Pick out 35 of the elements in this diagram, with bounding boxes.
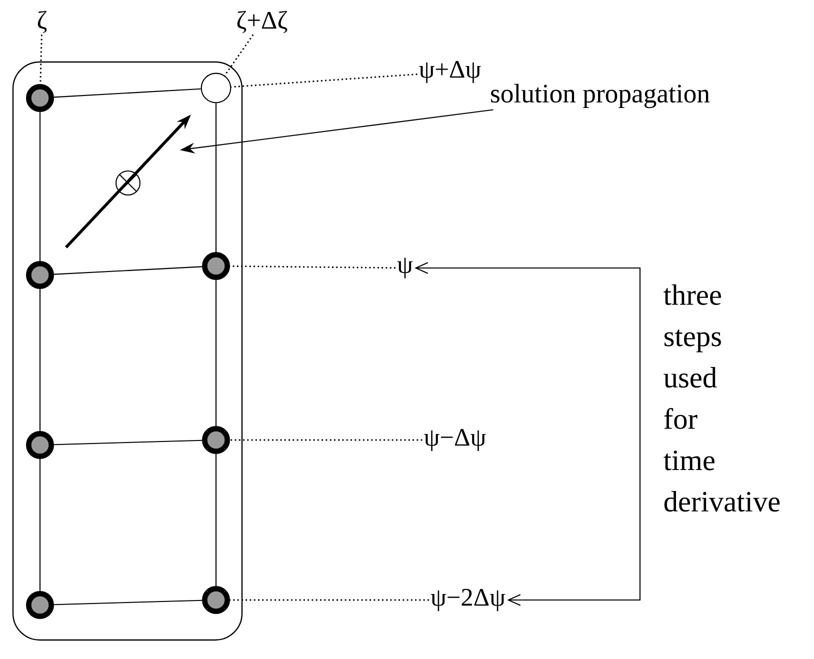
grid-point — [26, 84, 54, 112]
row-label: ψ−2Δψ — [430, 588, 506, 612]
grid-line — [39, 289, 41, 431]
annotation-text: three steps used for time derivative — [664, 284, 780, 512]
grid-line — [54, 440, 202, 446]
grid-line — [39, 112, 41, 261]
grid-point — [26, 261, 54, 289]
grid-point — [202, 252, 230, 280]
grid-line — [215, 454, 217, 586]
row-label: ψ+Δψ — [419, 60, 481, 84]
row-label: ψ−Δψ — [424, 428, 486, 452]
grid-line — [39, 459, 41, 591]
row-label: ψ — [397, 258, 413, 278]
grid-point — [26, 591, 54, 619]
leader-line — [40, 34, 42, 84]
leader-line — [230, 599, 429, 601]
grid-point — [202, 426, 230, 454]
leader-line — [224, 34, 254, 76]
open-grid-point — [200, 72, 232, 104]
grid-line — [54, 266, 202, 275]
column-label: ζ+Δζ — [237, 10, 288, 34]
grid-line — [54, 600, 202, 606]
grid-line — [215, 280, 217, 426]
grid-line — [215, 103, 217, 252]
leader-line — [230, 439, 422, 441]
bracket-arrow — [414, 262, 641, 398]
grid-frame — [12, 61, 243, 641]
bracket-arrow — [507, 398, 641, 606]
annotation-text: solution propagation — [491, 84, 710, 108]
leader-line — [230, 265, 396, 269]
grid-point — [26, 431, 54, 459]
column-label: ζ — [38, 10, 47, 34]
grid-line — [54, 88, 201, 98]
leader-line — [231, 74, 418, 88]
grid-point — [202, 586, 230, 614]
